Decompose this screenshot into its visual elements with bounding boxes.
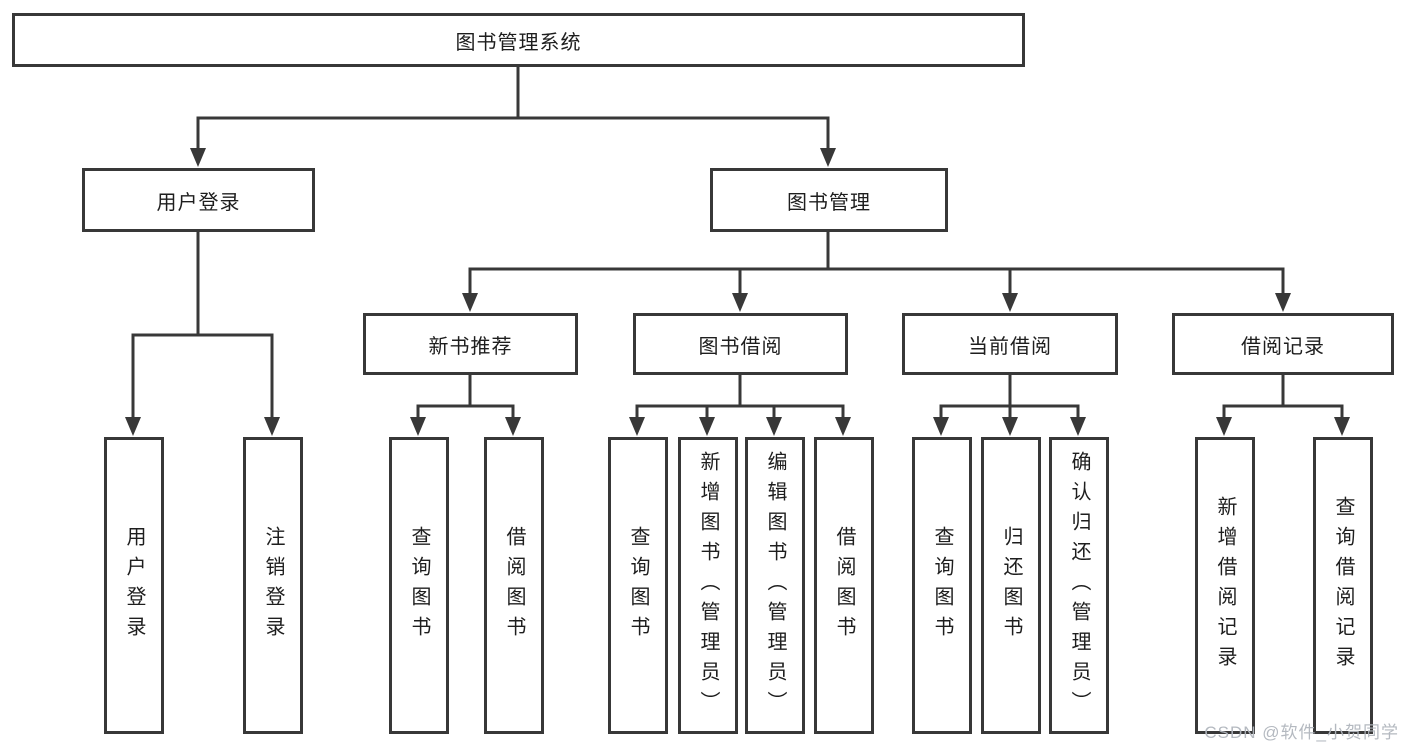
arrowhead-down-icon — [933, 417, 949, 436]
arrowhead-down-icon — [820, 148, 836, 167]
leaf-add-borrow-record: 新增借阅记录 — [1195, 437, 1255, 734]
arrowhead-down-icon — [462, 293, 478, 312]
arrowhead-down-icon — [699, 417, 715, 436]
arrowhead-down-icon — [766, 417, 782, 436]
node-library-system-label: 图书管理系统 — [455, 31, 582, 54]
leaf-borrow-books-recommend: 借阅图书 — [484, 437, 544, 734]
arrowhead-down-icon — [1002, 417, 1018, 436]
arrowhead-down-icon — [629, 417, 645, 436]
arrowhead-down-icon — [1275, 293, 1291, 312]
leaf-query-books-borrowing: 查询图书 — [608, 437, 668, 734]
node-new-book-recommend-label: 新书推荐 — [428, 335, 513, 358]
arrowhead-down-icon — [1002, 293, 1018, 312]
leaf-return-book: 归还图书 — [981, 437, 1041, 734]
leaf-add-book-admin: 新增图书（管理员） — [678, 437, 738, 734]
leaf-logout-label: 注销登录 — [262, 525, 284, 646]
arrowhead-down-icon — [835, 417, 851, 436]
csdn-watermark: CSDN @软件_小贺同学 — [1204, 723, 1399, 742]
node-user-login-label: 用户登录 — [156, 191, 241, 214]
leaf-query-borrow-record-label: 查询借阅记录 — [1332, 495, 1354, 676]
arrowhead-down-icon — [1070, 417, 1086, 436]
node-book-management: 图书管理 — [710, 168, 948, 232]
arrowhead-down-icon — [410, 417, 426, 436]
node-current-borrowing-label: 当前借阅 — [968, 335, 1052, 358]
node-user-login: 用户登录 — [82, 168, 315, 232]
node-borrowing-records: 借阅记录 — [1172, 313, 1394, 375]
leaf-query-borrow-record: 查询借阅记录 — [1313, 437, 1373, 734]
node-book-borrowing: 图书借阅 — [633, 313, 848, 375]
leaf-user-login-label: 用户登录 — [123, 525, 145, 646]
leaf-user-login: 用户登录 — [104, 437, 164, 734]
leaf-add-book-admin-label: 新增图书（管理员） — [697, 450, 719, 721]
leaf-borrow-books-recommend-label: 借阅图书 — [503, 525, 525, 646]
arrowhead-down-icon — [1334, 417, 1350, 436]
leaf-query-books-recommend: 查询图书 — [389, 437, 449, 734]
node-borrowing-records-label: 借阅记录 — [1241, 335, 1325, 358]
node-book-management-label: 图书管理 — [787, 191, 871, 214]
node-new-book-recommend: 新书推荐 — [363, 313, 578, 375]
leaf-edit-book-admin-label: 编辑图书（管理员） — [764, 450, 786, 721]
arrowhead-down-icon — [125, 417, 141, 436]
leaf-query-books-recommend-label: 查询图书 — [408, 525, 430, 646]
leaf-return-book-label: 归还图书 — [1000, 525, 1022, 646]
arrowhead-down-icon — [732, 293, 748, 312]
leaf-edit-book-admin: 编辑图书（管理员） — [745, 437, 805, 734]
arrowhead-down-icon — [1216, 417, 1232, 436]
leaf-query-books-current: 查询图书 — [912, 437, 972, 734]
leaf-confirm-return-admin-label: 确认归还（管理员） — [1068, 450, 1090, 721]
leaf-query-books-current-label: 查询图书 — [931, 525, 953, 646]
arrowhead-down-icon — [190, 148, 206, 167]
node-book-borrowing-label: 图书借阅 — [698, 335, 783, 358]
leaf-borrow-books-borrowing: 借阅图书 — [814, 437, 874, 734]
leaf-logout: 注销登录 — [243, 437, 303, 734]
arrowhead-down-icon — [264, 417, 280, 436]
leaf-query-books-borrowing-label: 查询图书 — [627, 525, 649, 646]
node-library-system: 图书管理系统 — [12, 13, 1025, 67]
node-current-borrowing: 当前借阅 — [902, 313, 1118, 375]
leaf-borrow-books-borrowing-label: 借阅图书 — [833, 525, 855, 646]
leaf-add-borrow-record-label: 新增借阅记录 — [1214, 495, 1236, 676]
arrowhead-down-icon — [505, 417, 521, 436]
leaf-confirm-return-admin: 确认归还（管理员） — [1049, 437, 1109, 734]
